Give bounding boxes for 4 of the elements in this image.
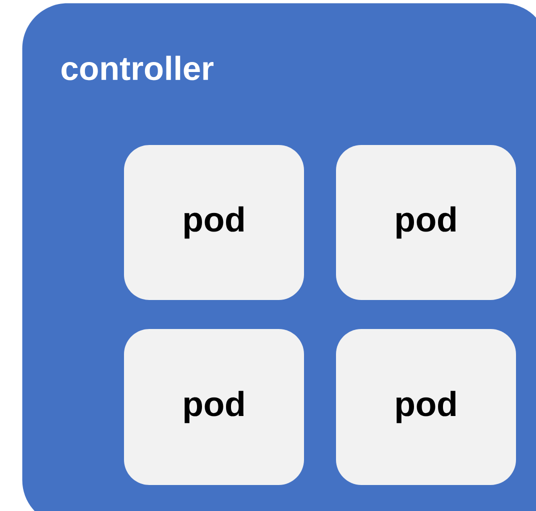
pod-box: pod — [336, 329, 516, 485]
pod-box: pod — [124, 145, 304, 300]
pod-box: pod — [124, 329, 304, 485]
pod-box: pod — [336, 145, 516, 300]
